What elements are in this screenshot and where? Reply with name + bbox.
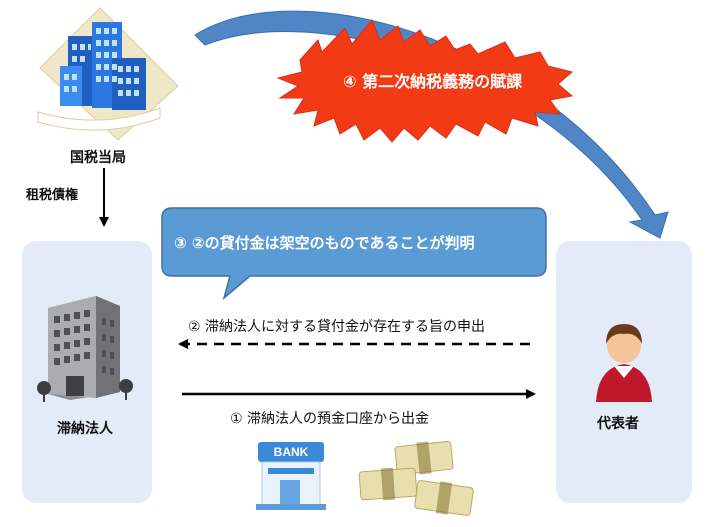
finding-callout — [161, 207, 547, 301]
assessment-burst-text: ④ 第二次納税義務の賦課 — [343, 72, 523, 91]
finding-callout-text: ③ ②の貸付金は架空のものであることが判明 — [174, 234, 475, 252]
company-label: 滞納法人 — [57, 421, 113, 437]
tax-office-label: 国税当局 — [70, 150, 126, 166]
money-bundles-icon — [358, 440, 474, 516]
bank-icon — [256, 442, 326, 510]
assessment-burst — [276, 19, 574, 143]
bank-sign: BANK — [273, 445, 309, 459]
representative-label: 代表者 — [597, 416, 639, 432]
step1-label: ① 滞納法人の預金口座から出金 — [230, 411, 430, 427]
company-building-icon — [37, 296, 133, 402]
claim-label: 租税債権 — [26, 188, 79, 203]
person-icon — [596, 324, 652, 402]
step2-label: ② 滞納法人に対する貸付金が存在する旨の申出 — [188, 319, 485, 335]
tax-office-building-icon — [37, 7, 179, 141]
